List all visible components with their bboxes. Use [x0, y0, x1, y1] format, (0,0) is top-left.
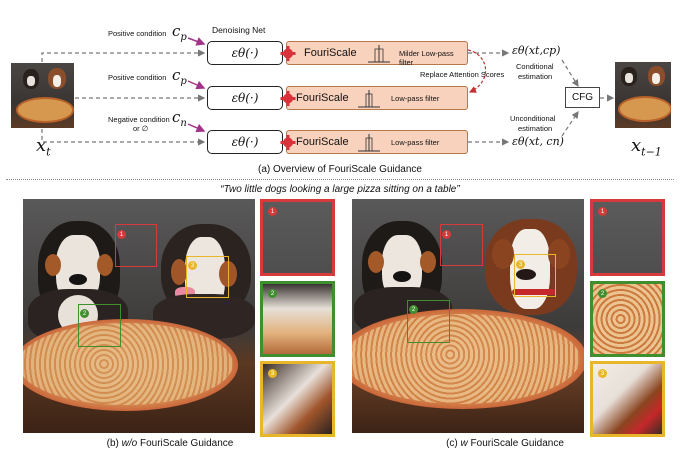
cond-estimation-label-1: Conditional [516, 62, 554, 71]
zoom-crop-green-c: 2 [590, 281, 665, 357]
filter-label-2: Low-pass filter [391, 94, 440, 103]
zoom-crop-red-b: 1 [260, 199, 335, 276]
fouriscale-label-1: FouriScale [304, 47, 357, 59]
zoom-crop-red-c: 1 [590, 199, 665, 276]
cond-label-1: Positive condition [108, 29, 167, 38]
gear-icon [280, 46, 296, 61]
replace-attention-arrow [467, 49, 487, 93]
zoom-crop-yellow-c: 3 [590, 361, 665, 437]
crop-mark-yellow [186, 256, 229, 298]
cond-label-2: Positive condition [108, 73, 167, 82]
badge-2: 2 [409, 305, 418, 314]
gear-icon [280, 135, 296, 150]
badge-3: 3 [516, 260, 525, 269]
net-title: Denoising Net [212, 25, 266, 35]
replace-attention-label: Replace Attention Scores [420, 70, 505, 79]
cond-arrow-3 [187, 123, 206, 133]
zoom-badge-3: 3 [598, 369, 607, 378]
zoom-badge-2: 2 [268, 289, 277, 298]
section-divider [6, 179, 674, 180]
est-to-cfg-bottom [561, 111, 579, 137]
crop-mark-yellow [514, 254, 556, 297]
cond-estimation-formula: εθ(xt,cp) [512, 44, 561, 57]
caption-without-guidance: (b) w/o FouriScale Guidance [106, 438, 234, 449]
cond-label-3b: or ∅ [133, 124, 149, 133]
cond-symbol-2: cp [172, 66, 187, 87]
input-label: xt [36, 135, 51, 159]
input-image [11, 63, 74, 128]
crop-mark-red [440, 224, 483, 266]
output-label: xt−1 [631, 135, 662, 159]
input-to-row3 [41, 129, 206, 146]
cond-estimation-label-2: estimation [518, 72, 553, 81]
cond-arrow-2 [187, 80, 206, 90]
badge-2: 2 [80, 309, 89, 318]
filter-label-3: Low-pass filter [391, 138, 440, 147]
badge-1: 1 [442, 230, 451, 239]
crop-mark-green [78, 304, 121, 347]
cond-arrow-1 [187, 37, 206, 46]
zoom-badge-3: 3 [268, 369, 277, 378]
filter-label-1: Milder Low-pass filter [399, 49, 454, 67]
fouriscale-label-3: FouriScale [296, 136, 349, 148]
cfg-box: CFG [565, 87, 600, 108]
zoom-badge-1: 1 [268, 207, 277, 216]
filter-icon [368, 45, 390, 63]
fouriscale-block-1: FouriScale Milder Low-pass filter [280, 41, 468, 67]
result-image-without-guidance: 1 3 2 [23, 199, 255, 433]
zoom-crop-green-b: 2 [260, 281, 335, 357]
overview-connectors [41, 37, 615, 146]
zoom-crop-yellow-b: 3 [260, 361, 335, 437]
uncond-estimation-label-2: estimation [518, 124, 553, 133]
result-image-with-guidance: 1 3 2 [352, 199, 584, 433]
fouriscale-block-2: FouriScale Low-pass filter [280, 86, 468, 110]
caption-with-guidance: (c) w FouriScale Guidance [446, 438, 564, 449]
overview-caption: (a) Overview of FouriScale Guidance [258, 164, 422, 175]
fouriscale-label-2: FouriScale [296, 92, 349, 104]
denoise-net-3: εθ(·) [207, 130, 283, 154]
cond-symbol-3: cn [172, 108, 187, 129]
filter-icon [358, 134, 380, 152]
crop-mark-green [407, 300, 450, 343]
filter-icon [358, 90, 380, 108]
input-to-row1 [41, 49, 206, 62]
denoise-net-1: εθ(·) [207, 41, 283, 65]
denoise-net-2: εθ(·) [207, 86, 283, 110]
uncond-estimation-label-1: Unconditional [510, 114, 556, 123]
zoom-badge-1: 1 [598, 207, 607, 216]
badge-1: 1 [117, 230, 126, 239]
cond-symbol-1: cp [172, 22, 187, 43]
zoom-badge-2: 2 [598, 289, 607, 298]
badge-3: 3 [188, 261, 197, 270]
cond-label-3: Negative condition [108, 115, 170, 124]
crop-mark-red [115, 224, 157, 267]
fouriscale-block-3: FouriScale Low-pass filter [280, 130, 468, 154]
uncond-estimation-formula: εθ(xt, cn) [512, 135, 564, 148]
output-image [615, 62, 671, 128]
gear-icon [280, 91, 296, 106]
prompt-text: “Two little dogs looking a large pizza s… [220, 184, 460, 195]
est-to-cfg-top [561, 59, 579, 88]
